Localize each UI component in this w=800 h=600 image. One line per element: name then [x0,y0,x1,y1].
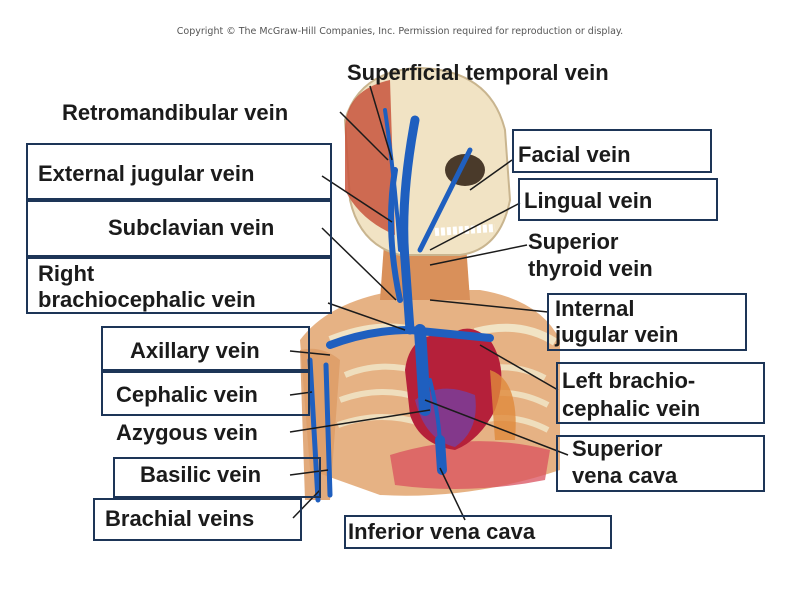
label-axillary: Axillary vein [130,338,260,363]
face-muscle [345,80,395,235]
label-right-brachio-2: brachiocephalic vein [38,287,256,312]
box-external-jugular [26,143,332,200]
box-subclavian [26,200,332,257]
label-external-jugular: External jugular vein [38,161,255,186]
label-left-brachio-1: Left brachio- [562,368,696,393]
basilic-path [323,362,333,498]
box-right-brachiocephalic [26,257,332,314]
label-subclavian: Subclavian vein [108,215,275,240]
label-azygous: Azygous vein [116,420,258,445]
label-facial: Facial vein [518,142,631,167]
label-brachial: Brachial veins [105,506,255,531]
label-basilic: Basilic vein [140,462,262,487]
label-svc-1: Superior [572,436,663,461]
label-superficial-temporal: Superficial temporal vein [347,60,609,85]
subclavian-path [326,326,414,349]
box-ivc [344,515,612,549]
label-superior-thyroid-1: Superior [528,229,619,254]
label-internal-jugular-1: Internal [555,296,635,321]
box-lingual [518,178,718,221]
label-internal-jugular-2: jugular vein [555,322,679,347]
svc-path [414,324,431,416]
box-brachial [93,498,302,541]
leader-lines [289,85,569,521]
label-right-brachio-1: Right [38,261,95,286]
box-left-brachiocephalic [556,362,765,424]
label-svc-2: vena cava [572,463,678,488]
facial-vein-path [417,147,473,253]
azygous-path [428,378,442,452]
label-left-brachio-2: cephalic vein [562,396,701,421]
lung-tissue [490,370,516,440]
teeth [434,224,496,236]
box-cephalic [101,371,310,416]
diaphragm [390,441,550,489]
copyright-notice: Copyright © The McGraw-Hill Companies, I… [176,26,624,37]
box-facial [512,129,712,173]
box-svc [556,435,765,492]
label-lingual: Lingual vein [524,188,653,213]
veins [307,108,494,503]
retromandibular-path [383,108,402,252]
label-retromandibular: Retromandibular vein [62,100,289,125]
internal-jugular-path [399,115,420,335]
box-internal-jugular [547,293,747,351]
cephalic-path [307,357,321,503]
box-axillary [101,326,310,371]
label-superior-thyroid-2: thyroid vein [528,256,653,281]
label-ivc: Inferior vena cava [348,519,536,544]
box-basilic [113,457,321,498]
label-cephalic: Cephalic vein [116,382,258,407]
